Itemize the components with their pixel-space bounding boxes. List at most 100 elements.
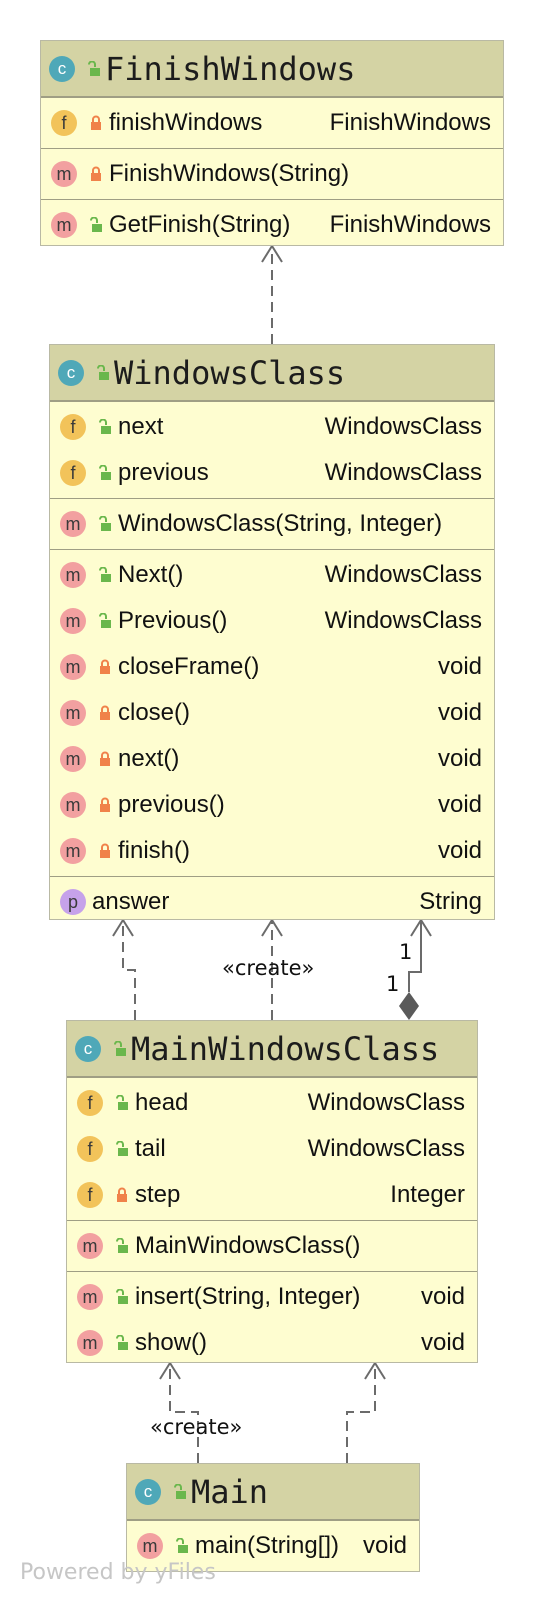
property-row[interactable]: p answer String — [50, 879, 494, 925]
arrowhead — [159, 1361, 181, 1380]
member-name: finishWindows — [109, 109, 263, 136]
open-padlock-icon — [99, 613, 111, 628]
method-row[interactable]: m next() void — [50, 736, 494, 782]
field-row[interactable]: f step Integer — [67, 1172, 477, 1218]
arrowhead — [410, 918, 432, 937]
arrowhead — [112, 918, 134, 937]
arrowhead — [261, 918, 283, 937]
member-type: WindowsClass — [324, 413, 482, 440]
open-padlock-icon — [90, 217, 102, 232]
property-badge-icon: p — [60, 889, 86, 915]
arrowhead — [261, 244, 283, 263]
member-name: close() — [118, 699, 191, 726]
method-row[interactable]: m insert(String, Integer) void — [67, 1274, 477, 1320]
member-type: WindowsClass — [307, 1089, 465, 1116]
padlock-icon — [100, 797, 110, 812]
method-row[interactable]: m closeFrame() void — [50, 644, 494, 690]
field-badge-icon: f — [60, 460, 86, 486]
member-name: previous() — [118, 791, 225, 818]
field-row[interactable]: f finishWindows FinishWindows — [41, 100, 503, 146]
member-name: step — [135, 1181, 181, 1208]
class-title: Main — [191, 1472, 269, 1511]
member-type: void — [420, 1329, 465, 1356]
padlock-icon — [100, 751, 110, 766]
method-row[interactable]: m Previous() WindowsClass — [50, 598, 494, 644]
method-row[interactable]: m show() void — [67, 1320, 477, 1366]
method-row[interactable]: m WindowsClass(String, Integer) — [50, 501, 494, 547]
member-name: Next() — [118, 561, 184, 588]
footer-credit: Powered by yFiles — [20, 1560, 216, 1585]
properties-section: p answer String — [50, 876, 494, 927]
fields-section: f finishWindows FinishWindows — [41, 97, 503, 148]
class-badge-icon: c — [58, 359, 84, 386]
method-badge-icon: m — [77, 1233, 103, 1259]
multiplicity-source: 1 — [386, 972, 400, 996]
edge-main-to-mainwin — [346, 1363, 376, 1463]
member-type: void — [437, 837, 482, 864]
field-row[interactable]: f tail WindowsClass — [67, 1126, 477, 1172]
member-name: next() — [118, 745, 180, 772]
methods-section: m Next() WindowsClass m Previous() Windo… — [50, 549, 494, 876]
fields-section: f head WindowsClass f tail WindowsClass … — [67, 1077, 477, 1220]
member-type: WindowsClass — [307, 1135, 465, 1162]
create-label-2: «create» — [150, 1415, 243, 1439]
method-row[interactable]: m Next() WindowsClass — [50, 552, 494, 598]
open-padlock-icon — [114, 1040, 126, 1056]
method-row[interactable]: m GetFinish(String) FinishWindows — [41, 202, 503, 248]
method-badge-icon: m — [60, 700, 86, 726]
member-type: FinishWindows — [329, 109, 491, 136]
method-row[interactable]: m MainWindowsClass() — [67, 1223, 477, 1269]
field-badge-icon: f — [60, 414, 86, 440]
member-name: insert(String, Integer) — [135, 1283, 361, 1310]
field-row[interactable]: f previous WindowsClass — [50, 450, 494, 496]
method-row[interactable]: m finish() void — [50, 828, 494, 874]
method-badge-icon: m — [60, 654, 86, 680]
member-name: FinishWindows(String) — [109, 160, 350, 187]
method-badge-icon: m — [60, 511, 86, 537]
member-name: head — [135, 1089, 189, 1116]
class-badge-icon: c — [75, 1035, 101, 1062]
field-badge-icon: f — [51, 110, 77, 136]
class-header: c MainWindowsClass — [67, 1021, 477, 1077]
open-padlock-icon — [99, 516, 111, 531]
padlock-icon — [100, 705, 110, 720]
class-title: MainWindowsClass — [131, 1029, 440, 1068]
method-row[interactable]: m main(String[]) void — [127, 1523, 419, 1569]
method-badge-icon: m — [60, 792, 86, 818]
open-padlock-icon — [88, 60, 100, 76]
open-padlock-icon — [99, 465, 111, 480]
edge-main-to-mainwin-create — [169, 1363, 199, 1463]
arrowhead — [364, 1361, 386, 1380]
method-row[interactable]: m close() void — [50, 690, 494, 736]
field-badge-icon: f — [77, 1182, 103, 1208]
method-row[interactable]: m FinishWindows(String) — [41, 151, 503, 197]
class-title: WindowsClass — [114, 353, 346, 392]
member-name: WindowsClass(String, Integer) — [118, 510, 443, 537]
member-type: FinishWindows — [329, 211, 491, 238]
member-type: void — [437, 699, 482, 726]
class-mainwindowsclass[interactable]: c MainWindowsClass f head WindowsClass f… — [66, 1020, 478, 1363]
open-padlock-icon — [176, 1538, 188, 1553]
member-name: show() — [135, 1329, 208, 1356]
member-name: closeFrame() — [118, 653, 260, 680]
class-finishwindows[interactable]: c FinishWindows f finishWindows FinishWi… — [40, 40, 504, 246]
member-type: WindowsClass — [324, 459, 482, 486]
open-padlock-icon — [116, 1335, 128, 1350]
methods-section: m main(String[]) void — [127, 1520, 419, 1571]
class-windowsclass[interactable]: c WindowsClass f next WindowsClass f pre… — [49, 344, 495, 920]
methods-section: m insert(String, Integer) void m show() … — [67, 1271, 477, 1368]
class-main[interactable]: c Main m main(String[]) void — [126, 1463, 420, 1572]
create-label-1: «create» — [222, 956, 315, 980]
class-header: c Main — [127, 1464, 419, 1520]
padlock-icon — [100, 659, 110, 674]
method-row[interactable]: m previous() void — [50, 782, 494, 828]
member-type: Integer — [390, 1181, 465, 1208]
field-row[interactable]: f next WindowsClass — [50, 404, 494, 450]
methods-section: m GetFinish(String) FinishWindows — [41, 199, 503, 250]
field-row[interactable]: f head WindowsClass — [67, 1080, 477, 1126]
member-name: GetFinish(String) — [109, 211, 291, 238]
member-name: main(String[]) — [195, 1532, 340, 1559]
method-badge-icon: m — [77, 1284, 103, 1310]
method-badge-icon: m — [60, 746, 86, 772]
